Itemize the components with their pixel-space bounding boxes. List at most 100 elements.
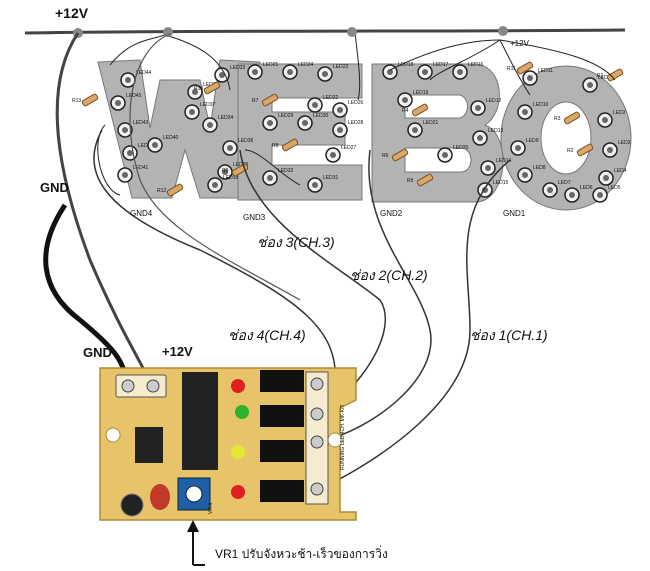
led-label: LED37 [200,102,216,108]
indicator-led-green [235,405,249,419]
label-gnd3: GND3 [243,213,266,222]
mosfet-1 [260,370,304,392]
power-rail-12v [24,28,626,35]
resistor-label: R7 [252,98,259,104]
led-b-5: LED21 [407,120,439,138]
led-label: LED24 [298,62,314,68]
led-label: LED41 [133,165,149,171]
led-label: LED15 [493,180,509,186]
led-label: LED3 [618,140,631,146]
label-12v-board: +12V [162,344,193,359]
resistor-9: R3 [554,111,581,125]
led-label: LED20 [453,145,469,151]
trimmer-knob [185,485,203,503]
mosfet-4 [260,480,304,502]
resistor-label: R10 [194,86,203,92]
resistor-2: R10 [194,81,221,95]
led-label: LED33 [230,65,246,71]
resistor-12: R11 [507,61,534,75]
led-label: LED12 [486,98,502,104]
led-w-1: LED45 [110,93,142,111]
led-b-8: LED14 [480,158,512,176]
resistor-6: R6 [382,148,409,162]
mosfet-3 [260,440,304,462]
led-label: LED28 [348,120,364,126]
led-o-1: LED1 [582,75,611,93]
led-b-7: LED20 [437,145,469,163]
led-w-6: LED37 [184,102,216,120]
led-label: LED36 [238,138,254,144]
led-label: LED27 [341,145,357,151]
led-o-7: LED4 [598,168,627,186]
resistor-label: R3 [554,116,561,122]
led-label: LED34 [218,115,234,121]
led-e-10: LED31 [307,175,339,193]
resistor-8: R4 [402,103,429,117]
gnd4-wire [129,33,301,301]
led-label: LED26 [348,100,364,106]
led-label: LED25 [263,62,279,68]
led-b-3: LED19 [397,90,429,108]
label-ch2: ช่อง 2(CH.2) [350,267,428,283]
rail-junction [163,27,173,37]
led-label: LED13 [488,128,504,134]
pcb-title: RUNNING LED 4CH. MK-KIT [340,404,346,470]
label-gnd2: GND2 [380,209,403,218]
label-gnd-board: GND [83,345,112,360]
led-label: LED8 [533,165,546,171]
resistor-label: R8 [272,143,279,149]
pcb-vr-label: VR-1 [208,502,214,514]
led-label: LED38 [223,175,239,181]
led-label: LED39 [233,162,249,168]
led-e-0: LED25 [247,62,279,80]
led-b-6: LED13 [472,128,504,146]
led-label: LED17 [433,62,449,68]
output-screw-ch4 [310,377,324,391]
timer-chip [135,427,163,463]
led-b-2: LED16 [452,62,484,80]
terminal-screw-12v [146,379,160,393]
output-screw-ch3 [310,407,324,421]
led-label: LED10 [533,102,549,108]
led-e-7: LED28 [332,120,364,138]
electrolytic-capacitor [120,493,144,517]
led-label: LED14 [496,158,512,164]
ic-chip [182,372,218,470]
label-ch1: ช่อง 1(CH.1) [470,327,548,343]
led-e-3: LED22 [307,95,339,113]
resistor-7: R5 [407,173,434,187]
resistor-label: R4 [402,108,409,114]
led-label: LED23 [333,64,349,70]
label-12v-mid: +12V [510,39,530,48]
resistor-0: R13 [72,93,99,107]
led-label: LED16 [468,62,484,68]
led-o-0: LED11 [522,68,553,86]
led-b-4: LED12 [470,98,502,116]
led-label: LED6 [580,185,593,191]
led-w-2: LED43 [117,120,149,138]
resistor-5: R7 [252,93,279,107]
resistor-label: R9 [222,168,229,174]
led-w-9: LED34 [202,115,234,133]
vr1-arrow-head [187,520,199,532]
internal-wiring [97,31,616,196]
led-w-0: LED44 [120,70,152,88]
resistor-4: R8 [272,138,299,152]
output-screw-ch2 [310,435,324,449]
led-e-9: LED32 [262,168,294,186]
led-label: LED32 [278,168,294,174]
led-label: LED31 [323,175,339,181]
label-ch3: ช่อง 3(CH.3) [257,234,335,250]
led-label: LED11 [538,68,553,74]
led-e-6: LED30 [297,113,329,131]
mosfet-2 [260,405,304,427]
led-label: LED2 [613,110,626,116]
resistor-label: R5 [407,178,414,184]
led-label: LED30 [313,113,329,119]
indicator-led-yellow [231,445,245,459]
resistor-11: R1 [597,68,624,82]
indicator-led-red-2 [231,485,245,499]
led-label: LED5 [608,185,621,191]
terminal-screw-gnd [121,379,135,393]
